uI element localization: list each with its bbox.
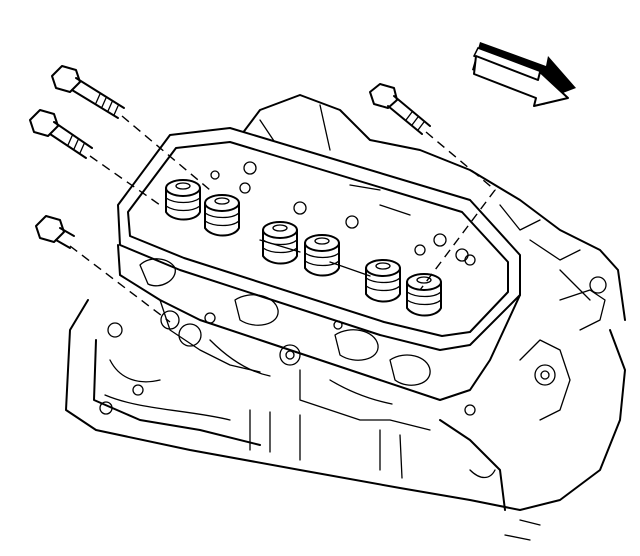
bolt-alignment-lines [69, 115, 496, 323]
valve-spring [204, 194, 240, 237]
engine-block [65, 276, 626, 541]
valve-spring [365, 259, 401, 303]
cylinder-head-bolt-icon [29, 109, 93, 159]
valve-spring [304, 234, 340, 277]
cylinder-head-bolt-icon [51, 65, 125, 119]
valve-spring [165, 179, 201, 221]
valve-springs [165, 161, 469, 317]
cylinder-head-bolt-icon [35, 215, 75, 249]
cylinder-head-bolts [29, 65, 431, 249]
cylinder-head [117, 127, 521, 431]
front-direction-arrow-icon [472, 42, 576, 107]
valve-spring [406, 273, 442, 317]
valve-spring [262, 221, 298, 265]
cylinder-head-bolt-icon [369, 83, 431, 135]
